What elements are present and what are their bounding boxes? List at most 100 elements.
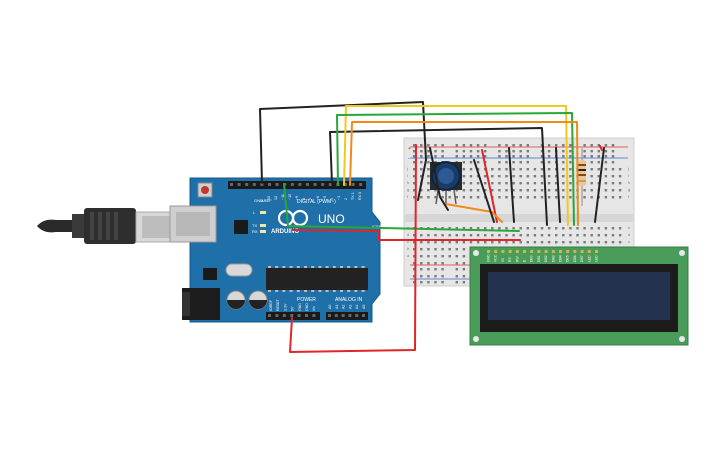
wire-black-jumper-2[interactable]	[473, 159, 495, 223]
lcd-pin[interactable]	[559, 250, 562, 253]
digital-pin-label: ~11	[281, 194, 285, 200]
arduino-uno-board[interactable]: ARDUINO UNO DIGITAL (PWM~) POWER ANALOG …	[169, 177, 382, 323]
analog-header-label: ANALOG IN	[335, 297, 363, 303]
breadboard-row-letter: j	[406, 166, 408, 171]
analog-pin-label: A2	[342, 305, 346, 309]
digital-pin-label: ~9	[295, 196, 299, 200]
wire-black-jumper-5[interactable]	[594, 147, 605, 223]
resistor[interactable]	[578, 148, 586, 206]
lcd-pin[interactable]	[580, 250, 584, 253]
lcd-pin[interactable]	[508, 250, 512, 253]
digital-pin-label: ~10	[288, 194, 292, 200]
lcd-pin[interactable]	[537, 250, 541, 253]
power-pin-label: 5V	[291, 306, 295, 311]
wire-red-pot[interactable]	[481, 149, 498, 223]
lcd-pin[interactable]	[566, 250, 570, 253]
usb-cable[interactable]	[37, 208, 179, 244]
breadboard-row-letter: h	[407, 180, 409, 185]
digital-pin-label: 8	[302, 198, 306, 200]
power-pin-label: Vin	[312, 306, 316, 311]
lcd-pin-label: LED	[595, 255, 599, 262]
breadboard-row-letter: c	[407, 239, 409, 244]
breadboard-row-letter: i	[407, 173, 408, 178]
lcd-pin-label: DB4	[559, 255, 563, 262]
lcd-pin[interactable]	[573, 250, 577, 253]
digital-pin-label: 7	[309, 198, 313, 200]
lcd-pin[interactable]	[587, 250, 591, 253]
breadboard-row-letter: h	[628, 180, 630, 185]
lcd-pin-label: DB3	[551, 255, 555, 262]
uno-brand-label: UNO	[318, 212, 345, 226]
icsp-label: ICSP	[372, 224, 382, 229]
lcd-pin[interactable]	[501, 250, 505, 253]
breadboard-row-letter: i	[628, 173, 629, 178]
lcd-pin[interactable]	[530, 250, 534, 253]
wire-green-top[interactable]	[336, 112, 575, 226]
arduino-logo-text: ARDUINO	[271, 229, 299, 235]
gnd-label: GND	[254, 198, 263, 203]
digital-pin-label: ~6	[316, 196, 320, 200]
lcd-pin-label: RW	[515, 256, 519, 262]
wire-red-5v[interactable]	[289, 144, 417, 353]
lcd-pin-label: GND	[487, 254, 491, 262]
power-header-label: POWER	[297, 297, 316, 303]
lcd-pin-label: DB0	[530, 255, 534, 262]
breadboard-row-letter: j	[627, 166, 629, 171]
led-rx-label: RX	[252, 229, 258, 234]
wire-black-jumper-4[interactable]	[555, 147, 561, 223]
digital-pin-label: ~3	[337, 196, 341, 200]
analog-pin-label: A5	[362, 305, 366, 309]
breadboard-row-letter: f	[407, 194, 409, 199]
lcd-pin[interactable]	[494, 250, 498, 253]
lcd-pin[interactable]	[595, 250, 598, 253]
digital-header-label: DIGITAL (PWM~)	[297, 199, 336, 205]
digital-pin-label: ~5	[323, 196, 327, 200]
analog-pin-label: A1	[335, 305, 339, 309]
aref-label: AREF	[261, 198, 272, 203]
breadboard-row-letter: e	[407, 225, 410, 230]
digital-pin-label: RX 0	[358, 192, 362, 200]
lcd-pin[interactable]	[551, 250, 555, 253]
power-pin-label: RESET	[276, 298, 280, 311]
lcd-pin[interactable]	[523, 250, 526, 253]
power-pin-label: GND	[305, 303, 309, 311]
power-pin-label: 3.3V	[283, 303, 287, 311]
power-pin-label: GND	[298, 303, 302, 311]
digital-pin-label: 12	[274, 196, 278, 200]
lcd-pin-label: LED	[587, 255, 591, 262]
led-tx-label: TX	[252, 223, 257, 228]
lcd-pin-label: DB1	[537, 255, 541, 262]
digital-pin-label: 2	[344, 198, 348, 200]
lcd-pin-label: DB6	[573, 255, 577, 262]
analog-header[interactable]	[326, 312, 368, 320]
lcd-pin[interactable]	[544, 250, 548, 253]
digital-pin-label: 13	[267, 196, 271, 200]
digital-header[interactable]	[228, 181, 366, 189]
wire-orange-pot[interactable]	[445, 203, 503, 223]
wire-orange-top[interactable]	[349, 121, 579, 226]
lcd-pin[interactable]	[515, 250, 519, 253]
lcd-pin-label: RS	[508, 257, 512, 262]
potentiometer[interactable]	[430, 161, 462, 205]
power-pin-label: IOREF	[269, 299, 273, 311]
wire-yellow[interactable]	[343, 105, 569, 226]
wire-black-rs[interactable]	[329, 127, 548, 226]
lcd-pin[interactable]	[487, 250, 490, 253]
wire-black-jumper-3[interactable]	[508, 147, 515, 223]
wire-red-jumper[interactable]	[599, 145, 603, 151]
atmega-chip	[266, 268, 368, 290]
wire-red-bb[interactable]	[291, 229, 521, 241]
wire-black-gnd[interactable]	[259, 101, 427, 201]
wire-black-jumper-1[interactable]	[429, 147, 449, 211]
breadboard-row-letter: g	[628, 187, 630, 192]
lcd-pin-label: DB5	[566, 255, 570, 262]
breadboard-row-letter: d	[628, 232, 630, 237]
breadboard-row-letter: e	[628, 225, 631, 230]
lcd-pin-label: V0	[501, 258, 505, 262]
wire-green-mid[interactable]	[283, 183, 520, 232]
lcd-pin-label: VCC	[494, 254, 498, 262]
digital-pin-label: TX 1	[351, 192, 355, 200]
analog-pin-label: A3	[348, 305, 352, 309]
